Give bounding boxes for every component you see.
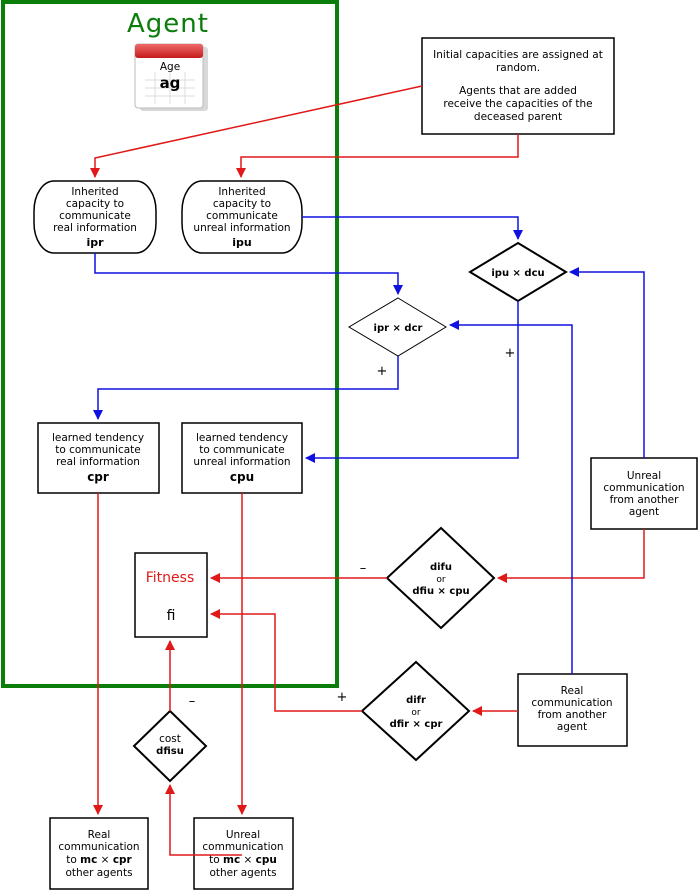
learned-real-line: learned tendency [52, 432, 144, 444]
arrow-ipu-to-ipu-dcu [302, 216, 523, 240]
learned-real-line: real information [56, 456, 140, 468]
initial-capacities-note [421, 37, 615, 135]
ipr-variable: ipr [86, 236, 104, 249]
real-to-other-agents [49, 817, 149, 890]
unreal-from-another-agent [590, 457, 698, 530]
inherited-real-line: communicate [59, 210, 131, 222]
real-to-line: communication [58, 841, 139, 853]
minus-sign-cost: – [189, 694, 196, 709]
real-from-line: agent [557, 721, 587, 733]
calendar-icon: Age ag [134, 43, 208, 111]
dfir-cpr-label: dfir × cpr [390, 719, 443, 730]
arrow-note-to-ipu [236, 134, 519, 178]
learned-unreal-line: to communicate [199, 444, 285, 456]
inherited-real-line: Inherited [71, 186, 118, 198]
learned-real-tendency [37, 422, 160, 494]
difu-or: or [436, 575, 446, 585]
arrow-ipu-dcu-to-cpu [305, 301, 519, 463]
real-from-line: Real [561, 685, 584, 697]
real-to-line: other agents [65, 867, 132, 879]
cpr-variable: cpr [87, 470, 109, 484]
arrow-note-to-ipr [90, 85, 423, 178]
note-line: Agents that are added [459, 85, 577, 97]
plus-sign-difr: + [337, 690, 348, 705]
arrow-unreal-from-to-ipu-dcu [569, 267, 645, 458]
arrow-difr-to-fitness [210, 609, 362, 712]
real-to-line: Real [88, 829, 111, 841]
fitness-title: Fitness [146, 570, 195, 586]
inherited-real-line: capacity to [66, 198, 124, 210]
plus-sign-ipr: + [377, 364, 388, 379]
unreal-to-line: Unreal [226, 829, 260, 841]
unreal-from-line: agent [629, 506, 659, 518]
inherited-unreal-line: communicate [206, 210, 278, 222]
unreal-from-line: Unreal [627, 470, 661, 482]
learned-unreal-line: learned tendency [196, 432, 288, 444]
learned-unreal-tendency [181, 422, 303, 494]
real-from-line: from another [538, 709, 608, 721]
inherited-unreal-line: capacity to [213, 198, 271, 210]
dfisu-label: dfisu [156, 746, 184, 757]
unreal-from-line: from another [610, 494, 680, 506]
age-label: Age [160, 61, 180, 73]
difu-diamond [385, 526, 496, 630]
fitness-box [134, 552, 208, 638]
difr-or: or [411, 708, 421, 718]
inherited-unreal-line: unreal information [193, 222, 290, 234]
arrow-unreal-out-to-cost [165, 784, 242, 856]
arrow-real-from-to-ipr-dcr [449, 320, 573, 674]
dfiu-cpu-label: dfiu × cpu [412, 586, 469, 597]
arrow-ipr-dcr-to-cpr [93, 356, 399, 420]
note-line: deceased parent [474, 111, 562, 123]
learned-real-line: to communicate [55, 444, 141, 456]
unreal-from-line: communication [603, 482, 684, 494]
plus-sign-ipu: + [505, 346, 516, 361]
inherited-real-line: real information [53, 222, 137, 234]
cost-label: cost [159, 733, 181, 745]
cost-diamond [132, 709, 208, 783]
agent-title: Agent [127, 9, 209, 39]
cpu-variable: cpu [230, 470, 254, 484]
ipu-dcu-label: ipu × dcu [491, 268, 544, 279]
ipu-variable: ipu [232, 236, 251, 249]
note-line: random. [496, 62, 540, 74]
arrow-ipr-to-ipr-dcr [94, 253, 403, 295]
learned-unreal-line: unreal information [193, 456, 290, 468]
difu-label: difu [430, 562, 452, 573]
difr-diamond [360, 660, 471, 762]
real-to-mc-line: to mc × cpr [66, 854, 132, 866]
arrow-unreal-from-to-difu [497, 529, 645, 583]
real-from-line: communication [531, 697, 612, 709]
fitness-variable: fi [167, 608, 176, 624]
unreal-to-line: other agents [209, 867, 276, 879]
age-variable: ag [160, 74, 181, 92]
inherited-unreal-line: Inherited [218, 186, 265, 198]
unreal-to-other-agents [193, 817, 294, 890]
ipr-dcr-label: ipr × dcr [374, 323, 423, 334]
unreal-to-mc-line: to mc × cpu [209, 854, 277, 866]
minus-sign-difu: – [360, 561, 367, 576]
note-line: receive the capacities of the [443, 98, 592, 110]
difr-label: difr [406, 695, 426, 706]
note-line: Initial capacities are assigned at [433, 49, 603, 61]
unreal-to-line: communication [202, 841, 283, 853]
